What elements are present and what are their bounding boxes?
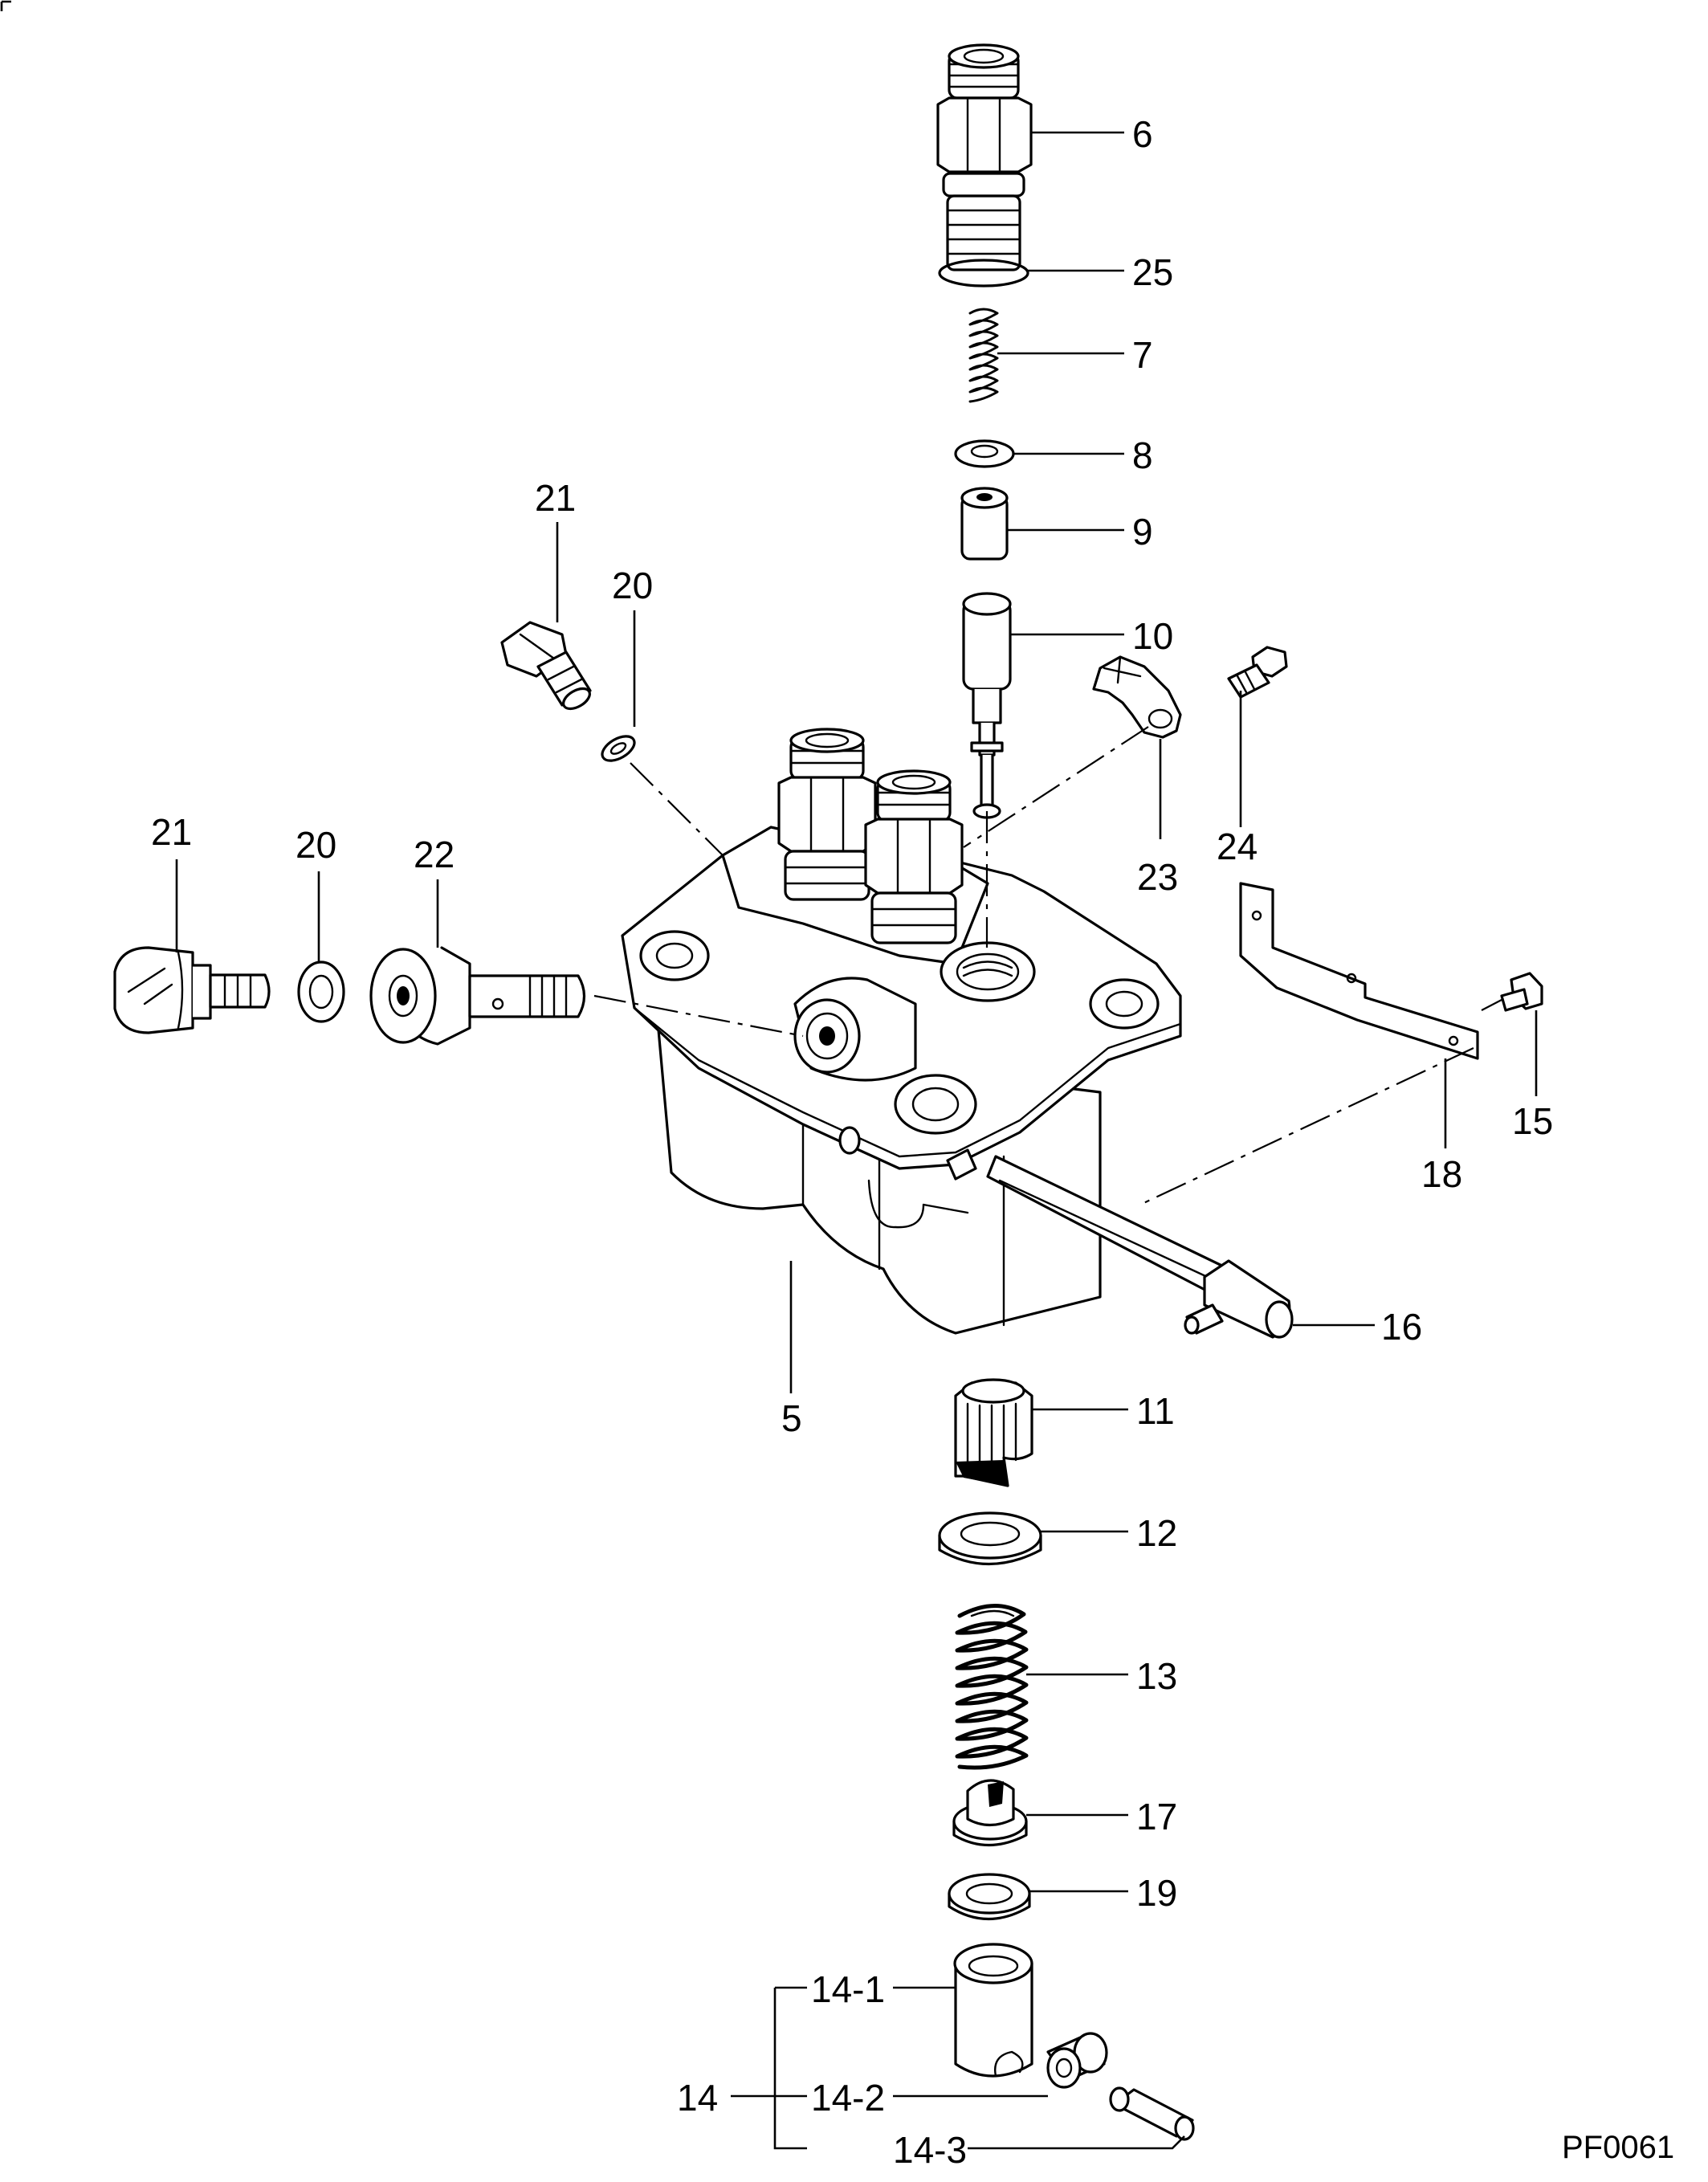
center-line-22 <box>593 994 804 1038</box>
callout-22: 22 <box>414 834 455 875</box>
callout-21-left: 21 <box>151 811 192 853</box>
callout-13: 13 <box>1136 1655 1177 1697</box>
part-14-1-tappet <box>953 1943 1033 2078</box>
center-line-15 <box>1481 999 1502 1011</box>
figure-code: PF0061 <box>1562 2130 1674 2165</box>
installed-holder-left <box>777 728 877 901</box>
callout-8: 8 <box>1132 434 1153 476</box>
part-14-2-roller <box>1046 2032 1108 2089</box>
callout-20-left: 20 <box>296 824 336 866</box>
callout-25: 25 <box>1132 251 1173 293</box>
part-22-banjo-fitting <box>369 946 586 1046</box>
callout-21-upper: 21 <box>535 477 576 519</box>
callout-14-2: 14-2 <box>811 2077 885 2119</box>
callout-11: 11 <box>1136 1390 1175 1432</box>
corner-mark <box>0 0 11 11</box>
part-12-spring-seat <box>938 1511 1042 1566</box>
part-6-delivery-valve-holder <box>936 43 1033 271</box>
callout-7: 7 <box>1132 334 1153 376</box>
callout-9: 9 <box>1132 511 1153 553</box>
part-16-control-rack <box>986 1155 1294 1339</box>
callout-14: 14 <box>677 2077 718 2119</box>
part-15-screw <box>1500 972 1543 1012</box>
part-21-upper-bolt <box>500 621 592 711</box>
callout-14-1: 14-1 <box>811 1968 885 2010</box>
part-18-plate <box>1239 882 1479 1060</box>
callout-19: 19 <box>1136 1872 1177 1914</box>
callout-5: 5 <box>781 1397 802 1439</box>
callout-24: 24 <box>1217 826 1258 867</box>
part-24-bolt <box>1227 646 1288 699</box>
part-25-o-ring <box>938 259 1029 288</box>
callout-23: 23 <box>1137 856 1178 898</box>
callout-6: 6 <box>1132 113 1153 155</box>
part-7-spring <box>968 308 999 403</box>
leader-lines <box>175 131 1538 2150</box>
part-10-delivery-valve <box>962 592 1012 819</box>
part-23-clip <box>1092 655 1182 739</box>
part-14-3-pin <box>1109 2086 1195 2141</box>
part-20-left-washer <box>297 960 345 1023</box>
installed-holder-right <box>864 769 964 944</box>
part-21-left-bolt <box>113 946 271 1034</box>
part-19-washer <box>948 1873 1031 1920</box>
part-13-plunger-spring <box>955 1604 1029 1770</box>
callout-20-upper: 20 <box>612 565 653 606</box>
part-17-lower-seat <box>952 1779 1028 1847</box>
callout-10: 10 <box>1132 615 1173 657</box>
part-9-valve-seat <box>960 487 1009 561</box>
callout-15: 15 <box>1512 1100 1553 1142</box>
callout-16: 16 <box>1381 1306 1422 1348</box>
part-8-washer <box>954 439 1015 468</box>
callout-12: 12 <box>1136 1512 1177 1554</box>
center-line-18 <box>1139 1047 1474 1205</box>
center-line-21-upper <box>630 762 724 856</box>
callout-17: 17 <box>1136 1796 1177 1837</box>
part-11-tappet-guide <box>954 1378 1033 1487</box>
callout-18: 18 <box>1421 1153 1462 1195</box>
center-line-23 <box>963 726 1149 848</box>
callout-14-3: 14-3 <box>893 2129 967 2171</box>
part-20-upper-washer <box>601 735 636 762</box>
